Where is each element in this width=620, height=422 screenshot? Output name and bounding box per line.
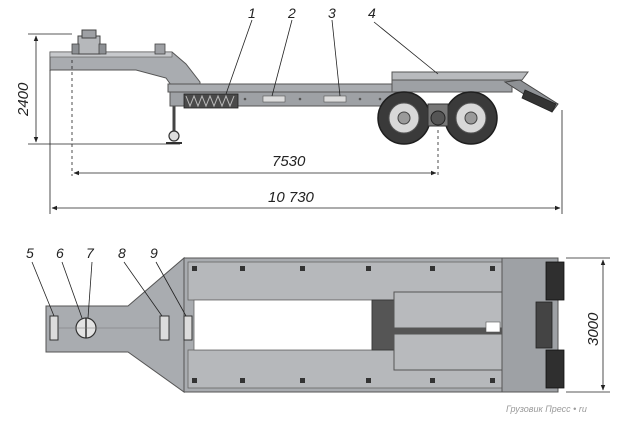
dim-7530-label: 7530 [272, 153, 306, 170]
leader-5 [31, 261, 55, 317]
callout-8: 8 [118, 245, 126, 261]
rear-deck-frame [391, 79, 513, 93]
front-bracket [154, 43, 166, 55]
watermark: Грузовик Пресс • ru [506, 404, 587, 414]
rear-wheel-block-upper [545, 261, 565, 301]
deck-well [193, 299, 373, 351]
callout-2: 2 [287, 5, 296, 21]
dim-10730-label: 10 730 [268, 189, 315, 206]
loading-ramp-dark [521, 89, 557, 113]
leader-2 [271, 19, 293, 97]
dim-2400-label: 2400 [15, 82, 32, 117]
leader-4 [373, 21, 439, 75]
callout-1: 1 [248, 5, 256, 21]
leader-8 [123, 261, 163, 317]
deck-panel-1 [262, 95, 286, 103]
coupling-side-right [98, 43, 107, 55]
leader-7 [87, 261, 93, 319]
callout-3: 3 [328, 5, 336, 21]
callout-6: 6 [56, 245, 64, 261]
bogie-pivot [430, 110, 446, 126]
leader-1 [225, 19, 253, 95]
coupling-post [77, 35, 101, 55]
rear-mid-dark [535, 301, 553, 349]
dim-3000-label: 3000 [585, 312, 602, 346]
gooseneck-top-plate [49, 51, 173, 58]
rear-wheel-1 [377, 91, 431, 145]
coupling-cap [81, 29, 97, 39]
coupling-side-left [71, 43, 80, 55]
rear-wheel-2 [444, 91, 498, 145]
callout-9: 9 [150, 245, 158, 261]
top-view: 5 6 7 8 9 3000 [26, 245, 610, 393]
rear-deck [391, 71, 529, 81]
callout-7: 7 [86, 245, 95, 261]
rear-wheel-block-lower [545, 349, 565, 389]
ramp-gap [485, 321, 501, 333]
suspension-pack [183, 93, 239, 109]
leader-9 [155, 261, 187, 317]
support-foot [168, 130, 180, 142]
leader-3 [331, 19, 341, 97]
frame-rivets [243, 97, 382, 101]
deck-panel-2 [323, 95, 347, 103]
side-view: 2400 7530 10 730 1 2 3 4 [15, 5, 563, 214]
callout-4: 4 [368, 5, 376, 21]
deck-bolts [192, 266, 495, 383]
main-deck [167, 83, 397, 93]
callout-5: 5 [26, 245, 34, 261]
leader-6 [61, 261, 83, 319]
